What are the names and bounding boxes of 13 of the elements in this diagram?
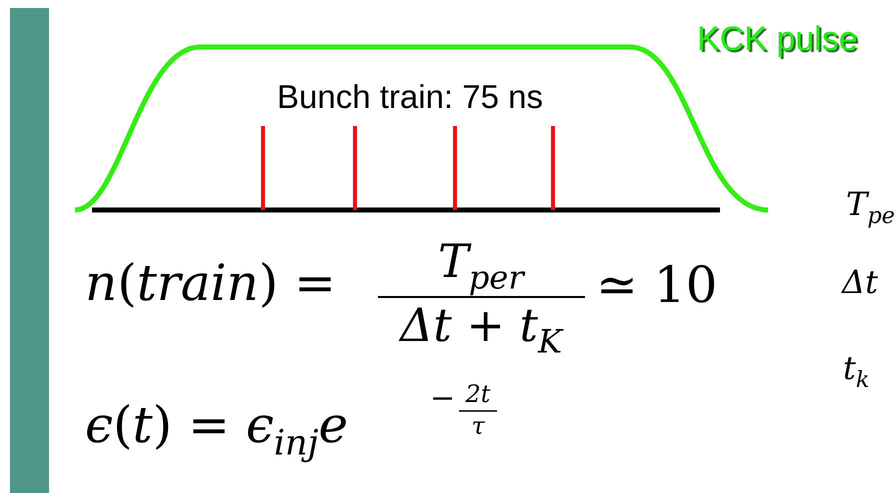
symbol-label: t$_{k}$: [843, 352, 870, 392]
formula-text: n(train) =: [85, 258, 336, 308]
formula-text: ≃ 10: [596, 260, 718, 310]
formula-text: ϵ(t) = ϵ$_{inj}$e: [85, 400, 348, 462]
symbol-label: Δt: [842, 266, 878, 298]
exponent-numerator: 2t: [466, 382, 490, 406]
exponent-denominator: τ: [472, 414, 485, 438]
symbol-label: T$_{pe}$: [846, 188, 895, 228]
exponent-sign: −: [430, 384, 456, 414]
pulse-label: KCK pulse: [697, 22, 858, 56]
bunch-train-label: Bunch train: 75 ns: [277, 80, 543, 113]
formula-denominator: Δt + t$_{K}$: [400, 302, 562, 358]
formula-numerator: T$_{per}$: [438, 238, 524, 294]
